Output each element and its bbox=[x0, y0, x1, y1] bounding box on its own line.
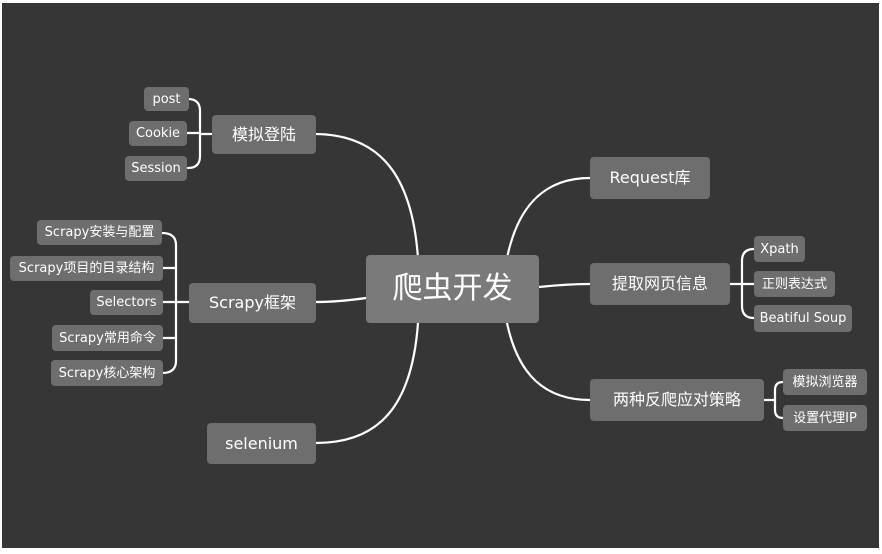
link-login-bracket bbox=[185, 97, 214, 170]
leaf-extract-beautifulsoup[interactable]: Beatiful Soup bbox=[754, 305, 852, 332]
link-root-request bbox=[505, 176, 592, 260]
link-root-extract bbox=[537, 282, 592, 289]
leaf-login-post[interactable]: post bbox=[144, 87, 189, 111]
link-root-anti bbox=[505, 321, 592, 402]
node-anti[interactable]: 两种反爬应对策略 bbox=[590, 379, 764, 421]
link-extract-bracket bbox=[728, 247, 756, 320]
leaf-scrapy-structure[interactable]: Scrapy项目的目录结构 bbox=[10, 256, 163, 281]
leaf-scrapy-install[interactable]: Scrapy安装与配置 bbox=[37, 220, 162, 245]
root-node[interactable]: 爬虫开发 bbox=[366, 255, 539, 323]
link-root-selenium bbox=[314, 321, 420, 445]
leaf-extract-xpath[interactable]: Xpath bbox=[754, 236, 805, 262]
leaf-scrapy-selectors[interactable]: Selectors bbox=[90, 290, 163, 315]
node-login[interactable]: 模拟登陆 bbox=[212, 115, 316, 154]
link-anti-bracket bbox=[762, 380, 785, 420]
link-root-login bbox=[314, 132, 420, 260]
leaf-anti-browser[interactable]: 模拟浏览器 bbox=[783, 369, 867, 395]
node-selenium[interactable]: selenium bbox=[207, 423, 316, 464]
leaf-login-cookie[interactable]: Cookie bbox=[129, 121, 187, 146]
leaf-extract-regex[interactable]: 正则表达式 bbox=[754, 271, 835, 297]
leaf-anti-proxy[interactable]: 设置代理IP bbox=[783, 405, 867, 431]
node-extract[interactable]: 提取网页信息 bbox=[590, 263, 730, 305]
link-scrapy-bracket bbox=[160, 231, 191, 375]
leaf-scrapy-commands[interactable]: Scrapy常用命令 bbox=[52, 325, 163, 351]
node-scrapy[interactable]: Scrapy框架 bbox=[189, 283, 316, 323]
leaf-login-session[interactable]: Session bbox=[125, 156, 187, 181]
link-root-scrapy bbox=[314, 296, 368, 304]
leaf-scrapy-architecture[interactable]: Scrapy核心架构 bbox=[51, 360, 163, 386]
node-request[interactable]: Request库 bbox=[590, 157, 710, 199]
